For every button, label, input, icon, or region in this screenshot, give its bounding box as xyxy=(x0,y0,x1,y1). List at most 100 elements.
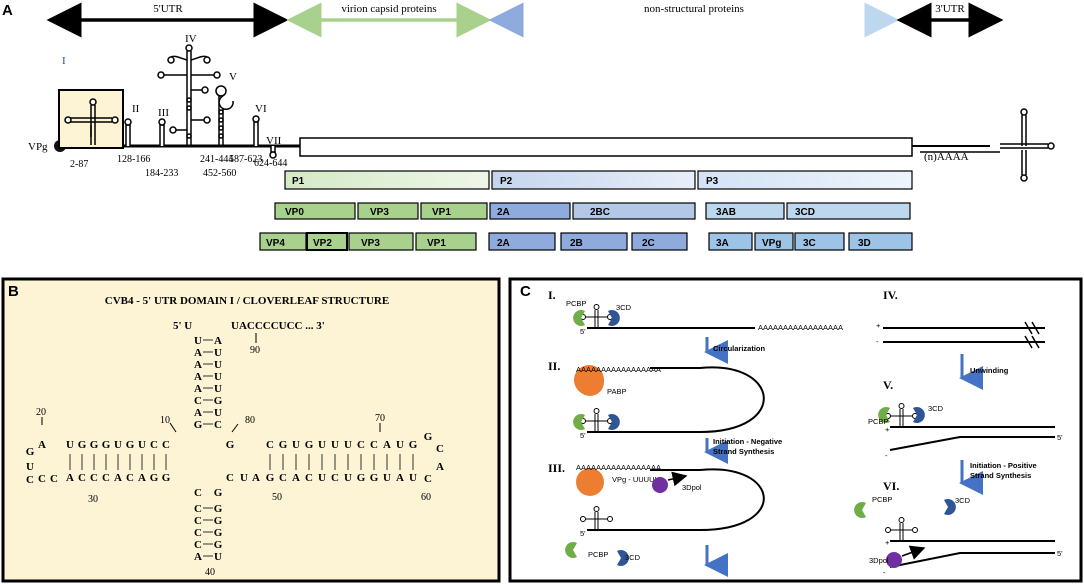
pcbp-label-v: PCBP xyxy=(868,417,888,426)
utr3-label: 3'UTR xyxy=(935,3,965,15)
seg-3ab-label: 3AB xyxy=(716,207,736,218)
seg-p3 xyxy=(697,170,913,190)
nt-a-right: U xyxy=(214,407,222,419)
step-iii-rna: AAAAAAAAAAAAAAAAA VPg - UUUUU 3Dpol 5' xyxy=(576,463,765,538)
cl-n20: 20 xyxy=(36,407,46,418)
seg-vp2 xyxy=(306,232,348,251)
step-ii-rna: AAAAAAAAAAAAAAAAA PABP 5' xyxy=(573,365,765,440)
nt-a-right: A xyxy=(214,335,222,347)
seg-vp1-r2 xyxy=(420,202,488,220)
nt-mid: U xyxy=(240,472,248,484)
polyprotein-row1: P1 P2 P3 xyxy=(284,170,913,190)
nt-c-right: G xyxy=(214,515,223,527)
nt-mid: C xyxy=(226,472,234,484)
nt-c-left: C xyxy=(194,539,202,551)
pcbp-shape-i xyxy=(573,310,585,326)
pcbp-label-vi: PCBP xyxy=(872,495,892,504)
nt-a-left: U xyxy=(194,335,202,347)
cl-n80: 80 xyxy=(245,415,255,426)
nt-d-top: C xyxy=(357,439,365,451)
orf-box xyxy=(299,137,913,157)
nt-b-loop: C xyxy=(38,473,46,485)
seg-2bc xyxy=(572,202,696,220)
panel-b: B CVB4 - 5' UTR DOMAIN I / CLOVERLEAF ST… xyxy=(1,277,501,583)
seg-2a-r2 xyxy=(489,202,571,220)
nt-d-bottom: U xyxy=(318,472,326,484)
five-vi: 5' xyxy=(1057,549,1063,558)
polyprotein-row3: VP4 VP2 VP3 VP1 2A 2B 2C 3A VPg 3C 3D xyxy=(259,232,913,251)
polya-label: (n)AAAA xyxy=(924,151,969,163)
seg-3c-label: 3C xyxy=(803,238,816,249)
seg-3ab xyxy=(705,202,785,220)
nt-b-loop: C xyxy=(50,473,58,485)
break-marks xyxy=(1024,321,1040,349)
domain-vii-label: VII xyxy=(266,135,282,147)
cl-n30: 30 xyxy=(88,494,98,505)
seg-3a xyxy=(708,232,753,251)
seg-3cd-label: 3CD xyxy=(795,207,815,218)
seg-vp3-r3-label: VP3 xyxy=(361,238,380,249)
panel-c: C I. PCBP 3CD 5' AAAAAAAAAAAAAAAAA Circu… xyxy=(508,277,1083,583)
nt-d-top: A xyxy=(383,439,391,451)
pos-624-644: 624-644 xyxy=(254,158,287,169)
domain-i-label: I xyxy=(62,55,66,67)
cd3-shape-i xyxy=(608,310,620,326)
cd3-label-free: 3CD xyxy=(625,553,641,562)
seg-vp1-r2-label: VP1 xyxy=(432,207,451,218)
nt-d-top: C xyxy=(370,439,378,451)
seg-vp3-r3 xyxy=(348,232,414,251)
five-ii: 5' xyxy=(580,431,586,440)
nt-mid: G xyxy=(226,439,235,451)
polya-i: AAAAAAAAAAAAAAAAA xyxy=(758,323,843,332)
cl-n50: 50 xyxy=(272,492,282,503)
nt-d-top: G xyxy=(409,439,418,451)
nt-a-left: G xyxy=(194,419,203,431)
cd3-shape-vi xyxy=(944,499,956,515)
nt-a-left: A xyxy=(194,383,202,395)
nt-c-right: U xyxy=(214,551,222,563)
pos-587-623: 587-623 xyxy=(229,154,262,165)
nt-a-right: U xyxy=(214,347,222,359)
nt-d-loop: A xyxy=(436,461,444,473)
nt-d-bottom: U xyxy=(409,472,417,484)
circ-label: Circularization xyxy=(713,344,766,353)
unwind-label: Unwinding xyxy=(970,366,1009,375)
seg-vp0 xyxy=(274,202,356,220)
plus-iv: + xyxy=(876,321,881,330)
nt-b-top: G xyxy=(90,439,99,451)
nt-a-left: A xyxy=(194,359,202,371)
nt-d-loop: C xyxy=(436,443,444,455)
nt-a-left: A xyxy=(194,407,202,419)
seg-vp3-r2-label: VP3 xyxy=(370,207,389,218)
nt-d-top: G xyxy=(279,439,288,451)
seg-p2 xyxy=(491,170,696,190)
panel-label-c: C xyxy=(520,283,531,300)
nt-d-bottom: U xyxy=(344,472,352,484)
domain-ii-label: II xyxy=(132,103,140,115)
nt-b-top: C xyxy=(162,439,170,451)
cloverleaf-numbers: 90 10 20 30 40 50 60 70 80 xyxy=(36,333,431,578)
nt-c-left: C xyxy=(194,527,202,539)
seg-3a-label: 3A xyxy=(716,238,729,249)
dpol-label-vi: 3Dpol xyxy=(869,556,889,565)
nt-d-loop: G xyxy=(424,431,433,443)
nt-a-left: C xyxy=(194,395,202,407)
seg-vp1-r3 xyxy=(415,232,477,251)
cl-n10: 10 xyxy=(160,415,170,426)
domain-vi xyxy=(252,115,260,146)
seg-2a-r3 xyxy=(488,232,556,251)
panel-label-b: B xyxy=(8,283,19,300)
seg-3d-label: 3D xyxy=(858,238,871,249)
nt-b-bottom: A xyxy=(66,472,74,484)
nt-b-top: G xyxy=(102,439,111,451)
panel-a: A 5'UTR virion capsid proteins non-struc… xyxy=(2,2,1055,251)
pos-128-166: 128-166 xyxy=(117,154,150,165)
init-pos-1: Initiation - Positive xyxy=(970,461,1037,470)
utr3-cloverleaf xyxy=(1000,108,1055,182)
nt-d-bottom: C xyxy=(331,472,339,484)
nt-mid: C xyxy=(194,487,202,499)
nt-a-right: U xyxy=(214,371,222,383)
